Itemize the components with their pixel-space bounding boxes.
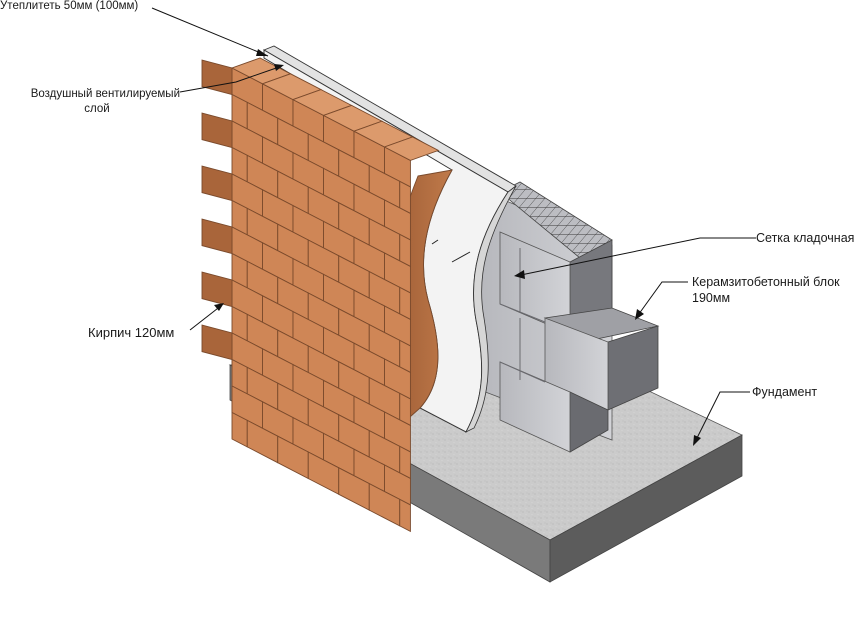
labels: Утеплитеть 50мм (100мм) Воздушный вентил… — [0, 0, 854, 399]
brick-label: Кирпич 120мм — [88, 325, 174, 340]
brick — [399, 498, 411, 533]
brick-end — [201, 165, 233, 202]
brick-end — [201, 112, 233, 149]
insulation-label: Утеплитеть 50мм (100мм) — [0, 0, 138, 12]
brick-top — [383, 136, 440, 161]
brick-end — [201, 218, 233, 255]
air-gap-label-line2: слой — [84, 103, 109, 115]
block-label-line2: 190мм — [692, 291, 730, 305]
block-label-line1: Керамзитобетонный блок — [692, 275, 840, 289]
brick-wall — [201, 57, 453, 533]
mesh-label: Сетка кладочная — [756, 231, 854, 245]
foundation-label: Фундамент — [752, 385, 817, 399]
brick-end — [201, 59, 233, 96]
brick-end — [201, 324, 233, 361]
block-wall — [479, 181, 660, 453]
air-gap-label-line1: Воздушный вентилируемый — [31, 88, 180, 100]
leader-lines — [151, 7, 756, 446]
brick-end — [201, 271, 233, 308]
foundation-right-face — [549, 434, 743, 583]
